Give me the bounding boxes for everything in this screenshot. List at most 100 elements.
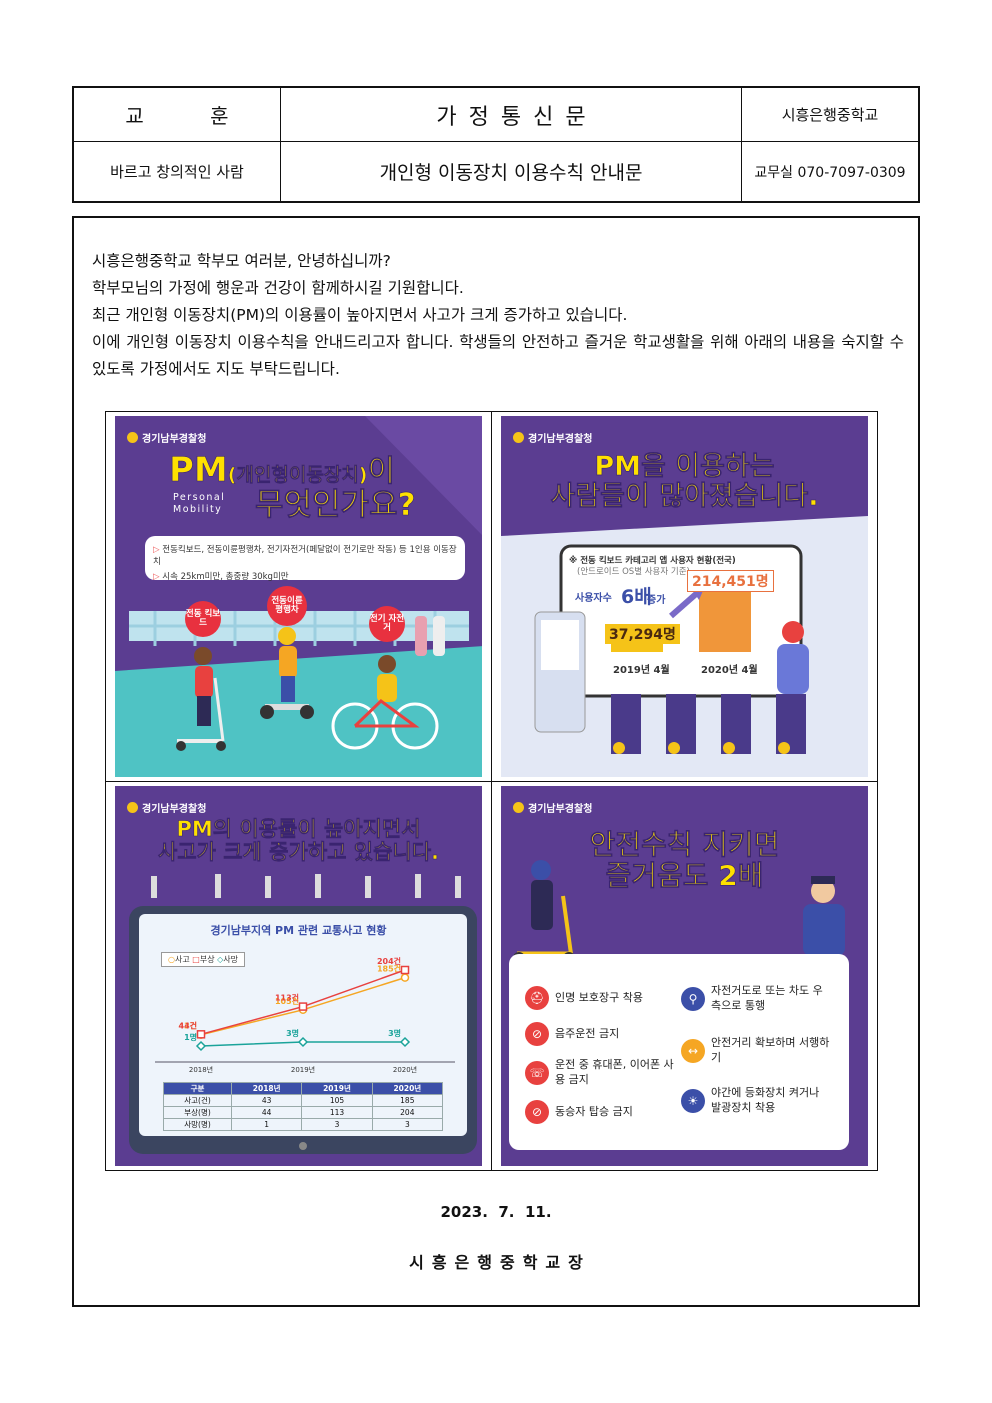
data-label-부상: 204건 bbox=[377, 956, 401, 966]
phone-user bbox=[777, 621, 809, 694]
panel1-title-line2: 무엇인가요? bbox=[255, 487, 416, 523]
point-부상 bbox=[196, 1030, 206, 1039]
point-부상 bbox=[298, 1002, 308, 1011]
data-label-사고: 185건 bbox=[377, 964, 401, 974]
school-motto: 바르고 창의적인 사람 bbox=[74, 142, 281, 201]
category-2020: 2020년 4월 bbox=[701, 665, 758, 676]
user-bars bbox=[611, 592, 751, 652]
document-subject: 개인형 이동장치 이용수칙 안내문 bbox=[281, 142, 742, 201]
chart-note-sub: (안드로이드 OS별 사용자 기준) bbox=[577, 567, 690, 577]
multiplier: 6배 bbox=[621, 586, 652, 608]
rider-silhouettes bbox=[151, 874, 461, 898]
panel2-title: PM을 이용하는 사람들이 많아졌습니다. bbox=[550, 451, 819, 512]
point-부상 bbox=[400, 965, 410, 975]
light-icon: ☀ bbox=[681, 1088, 705, 1113]
panel1-background bbox=[115, 416, 482, 777]
balance-wheel-rider bbox=[260, 627, 314, 719]
scooter-rack bbox=[611, 694, 806, 754]
pedestrians bbox=[415, 616, 445, 656]
category-2019: 2019년 4월 bbox=[613, 665, 670, 676]
rule-bike-lane: ⚲자전거도로 또는 차도 우측으로 통행 bbox=[681, 984, 831, 1014]
increase-label: 증가 bbox=[647, 595, 666, 606]
panel1-title: PM(개인형이동장치)이 bbox=[169, 450, 396, 490]
x-tick-label: 2020년 bbox=[393, 1065, 417, 1074]
kickboard-rider bbox=[176, 647, 226, 751]
document-title: 가정통신문 bbox=[281, 88, 742, 142]
no-drinking-icon: ⊘ bbox=[525, 1022, 549, 1046]
rule-no-drinking: ⊘음주운전 금지 bbox=[525, 1022, 675, 1046]
chart-note: ※ 전동 킥보드 카테고리 앱 사용자 현황(전국) bbox=[569, 556, 736, 566]
agency-logo-3: 경기남부경찰청 bbox=[127, 800, 206, 815]
pm-definition-bullet: 전동킥보드, 전동이륜평행차, 전기자전거(페달없이 전기로만 작동) 등 1인… bbox=[153, 543, 457, 567]
pm-definition-box: 전동킥보드, 전동이륜평행차, 전기자전거(페달없이 전기로만 작동) 등 1인… bbox=[145, 536, 465, 582]
panel4-background bbox=[509, 860, 849, 1150]
rule-safe-distance: ↔안전거리 확보하며 서행하기 bbox=[681, 1036, 831, 1066]
pm-spec-bullet: 시속 25km미만, 총중량 30kg미만 bbox=[153, 570, 457, 582]
office-phone: 교무실 070-7097-0309 bbox=[754, 164, 906, 181]
data-label-부상: 44건 bbox=[179, 1020, 198, 1030]
panel4-title: 안전수칙 지키면 즐거움도 2배 bbox=[589, 828, 780, 892]
rule-no-phone: ☏운전 중 휴대폰, 이어폰 사용 금지 bbox=[525, 1058, 675, 1088]
value-2019: 37,294명 bbox=[605, 624, 680, 644]
point-사망 bbox=[195, 1040, 207, 1052]
agency-logo-4: 경기남부경찰청 bbox=[513, 800, 592, 815]
intro-line-4: 이에 개인형 이동장치 이용수칙을 안내드리고자 합니다. 학생들의 안전하고 … bbox=[92, 333, 904, 378]
chart-legend: ○사고 □부상 ◇사망 bbox=[161, 952, 245, 967]
data-label-부상: 113건 bbox=[275, 993, 299, 1003]
helmet-icon: ⛑ bbox=[525, 986, 549, 1010]
intro-text: 시흥은행중학교 학부모 여러분, 안녕하십니까? 학부모님의 가정에 행운과 건… bbox=[92, 248, 904, 383]
tag-electric-bike: 전기 자전거 bbox=[369, 606, 405, 642]
value-2020: 214,451명 bbox=[687, 570, 774, 592]
point-사고 bbox=[400, 973, 410, 982]
x-tick-label: 2019년 bbox=[291, 1065, 315, 1074]
rule-helmet: ⛑인명 보호장구 착용 bbox=[525, 986, 675, 1010]
intro-line-3: 최근 개인형 이동장치(PM)의 이용률이 높아지면서 사고가 크게 증가하고 … bbox=[92, 306, 628, 324]
police-badge-icon bbox=[127, 432, 138, 443]
bar-2020년 4월 bbox=[699, 592, 751, 652]
rule-no-passenger: ⊘동승자 탑승 금지 bbox=[525, 1100, 675, 1124]
users-label: 사용자수 bbox=[575, 593, 612, 604]
police-badge-icon bbox=[513, 802, 524, 813]
tag-kickboard: 전동 킥보드 bbox=[185, 601, 221, 637]
no-phone-icon: ☏ bbox=[525, 1060, 549, 1085]
police-officer bbox=[803, 876, 845, 956]
rule-light: ☀야간에 등화장치 켜거나 발광장치 착용 bbox=[681, 1086, 831, 1116]
principal-signature: 시흥은행중학교장 bbox=[409, 1253, 591, 1272]
infographic-safety-rules: 경기남부경찰청 안전수칙 지키면 즐거움도 2배 ⛑인명 보호장구 착용 ⊘음주… bbox=[492, 782, 877, 1170]
bicycle-rider bbox=[331, 655, 439, 750]
police-badge-icon bbox=[513, 432, 524, 443]
panel3-title: PM의 이용률이 높아지면서 사고가 크게 증가하고 있습니다. bbox=[157, 817, 440, 865]
no-passenger-icon: ⊘ bbox=[525, 1100, 549, 1124]
accident-line-chart: 2018년 2019년 2020년 43건 105건 185건 44건 113건 204건 1명 3… bbox=[155, 956, 455, 1074]
agency-logo-2: 경기남부경찰청 bbox=[513, 430, 592, 445]
motto-heading: 교 훈 bbox=[74, 88, 281, 142]
data-label-사망: 3명 bbox=[388, 1028, 401, 1038]
issue-date: 2023. 7. 11. bbox=[440, 1203, 552, 1221]
safe-distance-icon: ↔ bbox=[681, 1038, 705, 1063]
x-tick-label: 2018년 bbox=[189, 1065, 213, 1074]
letter-body: 시흥은행중학교 학부모 여러분, 안녕하십니까? 학부모님의 가정에 행운과 건… bbox=[72, 216, 920, 1307]
infographic-accident-stats: 2018년 2019년 2020년 43건 105건 185건 44건 113건 204건 1명 3… bbox=[106, 782, 492, 1170]
accident-chart-title: 경기남부지역 PM 관련 교통사고 현황 bbox=[210, 924, 387, 937]
bike-lane-icon: ⚲ bbox=[681, 986, 705, 1011]
header-table: 교 훈 가정통신문 시흥은행중학교 바르고 창의적인 사람 개인형 이동장치 이… bbox=[72, 86, 920, 203]
school-name: 시흥은행중학교 bbox=[742, 88, 918, 142]
intro-line-1: 시흥은행중학교 학부모 여러분, 안녕하십니까? bbox=[92, 252, 391, 270]
infographic-pm-users: 경기남부경찰청 PM을 이용하는 사람들이 많아졌습니다. ※ 전동 킥보드 카… bbox=[492, 412, 877, 782]
bar-2019년 4월 bbox=[611, 641, 663, 652]
tag-balance-wheel: 전동이륜 평행차 bbox=[267, 586, 307, 626]
data-label-사고: 105건 bbox=[275, 996, 299, 1006]
intro-line-2: 학부모님의 가정에 행운과 건강이 함께하시길 기원합니다. bbox=[92, 279, 464, 297]
data-label-사망: 3명 bbox=[286, 1028, 299, 1038]
data-label-사고: 43건 bbox=[179, 1021, 198, 1031]
agency-logo: 경기남부경찰청 bbox=[127, 430, 206, 445]
point-사망 bbox=[399, 1036, 411, 1048]
point-사망 bbox=[297, 1036, 309, 1048]
data-label-사망: 1명 bbox=[184, 1032, 197, 1042]
